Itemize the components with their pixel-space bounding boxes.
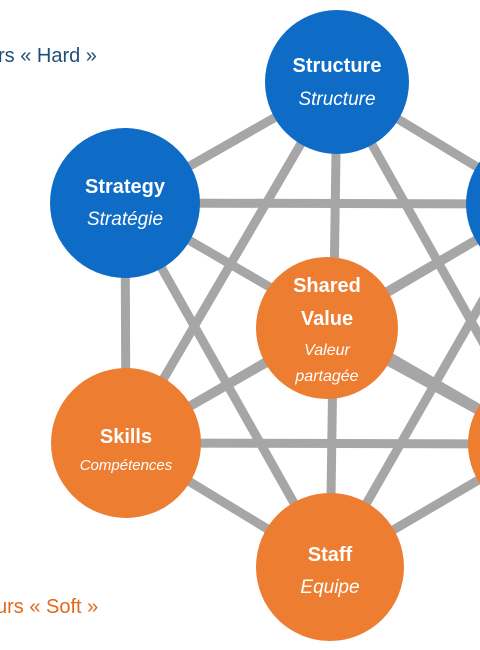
strategy-subtitle: Stratégie xyxy=(87,209,163,230)
shared-value-subtitle-line1: Valeur xyxy=(304,342,350,359)
node-skills: Skills Compétences xyxy=(51,368,201,518)
shared-value-subtitle-line2: partagée xyxy=(294,368,358,385)
strategy-circle xyxy=(50,128,200,278)
soft-factors-label: urs « Soft » xyxy=(0,596,99,618)
strategy-title: Strategy xyxy=(85,176,166,198)
structure-title: Structure xyxy=(293,55,382,77)
node-shared-value: Shared Value Valeur partagée xyxy=(256,257,398,399)
staff-title: Staff xyxy=(308,544,353,566)
systems-circle-partial xyxy=(466,161,480,247)
node-staff: Staff Equipe xyxy=(256,493,404,641)
node-strategy: Strategy Stratégie xyxy=(50,128,200,278)
shared-value-circle xyxy=(256,257,398,399)
staff-circle xyxy=(256,493,404,641)
structure-subtitle: Structure xyxy=(298,89,375,110)
structure-circle xyxy=(265,10,409,154)
hard-factors-label: rs « Hard » xyxy=(0,45,97,67)
node-structure: Structure Structure xyxy=(265,10,409,154)
style-circle-partial xyxy=(468,404,480,484)
shared-value-title-line1: Shared xyxy=(293,275,361,297)
skills-title: Skills xyxy=(100,426,152,448)
shared-value-title-line2: Value xyxy=(301,308,353,330)
skills-circle xyxy=(51,368,201,518)
staff-subtitle: Equipe xyxy=(300,577,359,598)
skills-subtitle: Compétences xyxy=(80,457,173,474)
